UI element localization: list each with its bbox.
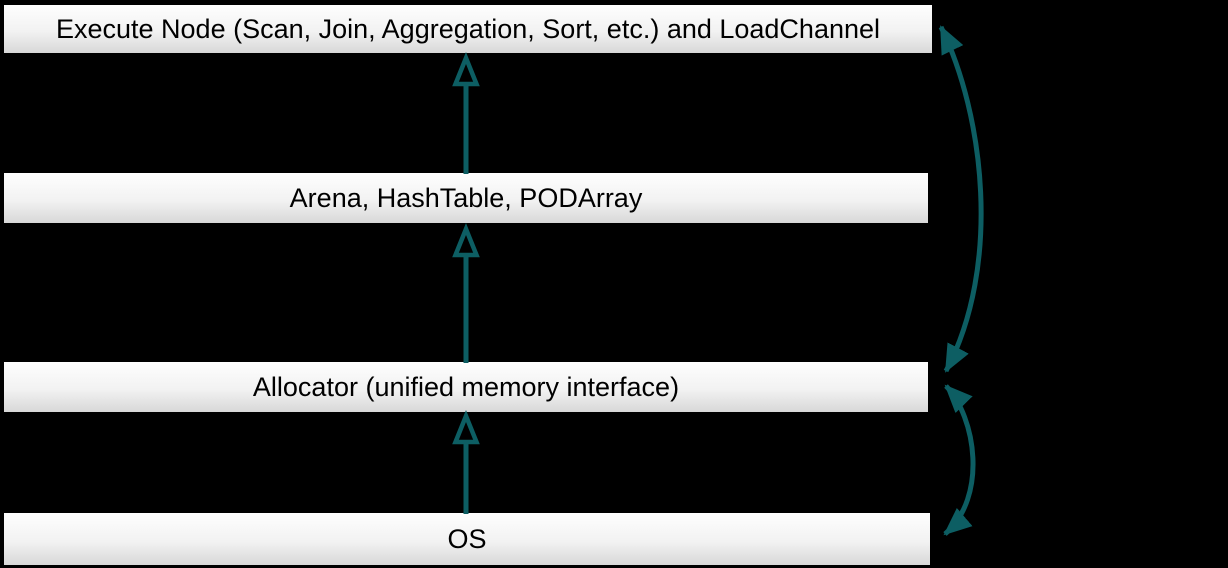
layer-box-allocator: Allocator (unified memory interface): [4, 362, 928, 412]
layer-box-arena-hashtable-podarray: Arena, HashTable, PODArray: [4, 173, 928, 223]
layer-label-os: OS: [447, 523, 487, 554]
curved-arrow-execute-node-allocator-icon: [938, 25, 984, 373]
up-arrow-arena-to-execute-node-icon: [452, 51, 480, 174]
curved-arrow-allocator-os-icon: [943, 384, 976, 536]
layer-box-os: OS: [4, 513, 930, 565]
layer-box-execute-node: Execute Node (Scan, Join, Aggregation, S…: [4, 5, 932, 53]
layer-label-arena-hashtable-podarray: Arena, HashTable, PODArray: [289, 182, 643, 213]
up-arrow-allocator-to-arena-icon: [452, 222, 480, 363]
layer-label-allocator: Allocator (unified memory interface): [252, 371, 680, 402]
up-arrow-os-to-allocator-icon: [452, 409, 480, 514]
layer-label-execute-node: Execute Node (Scan, Join, Aggregation, S…: [55, 13, 881, 44]
